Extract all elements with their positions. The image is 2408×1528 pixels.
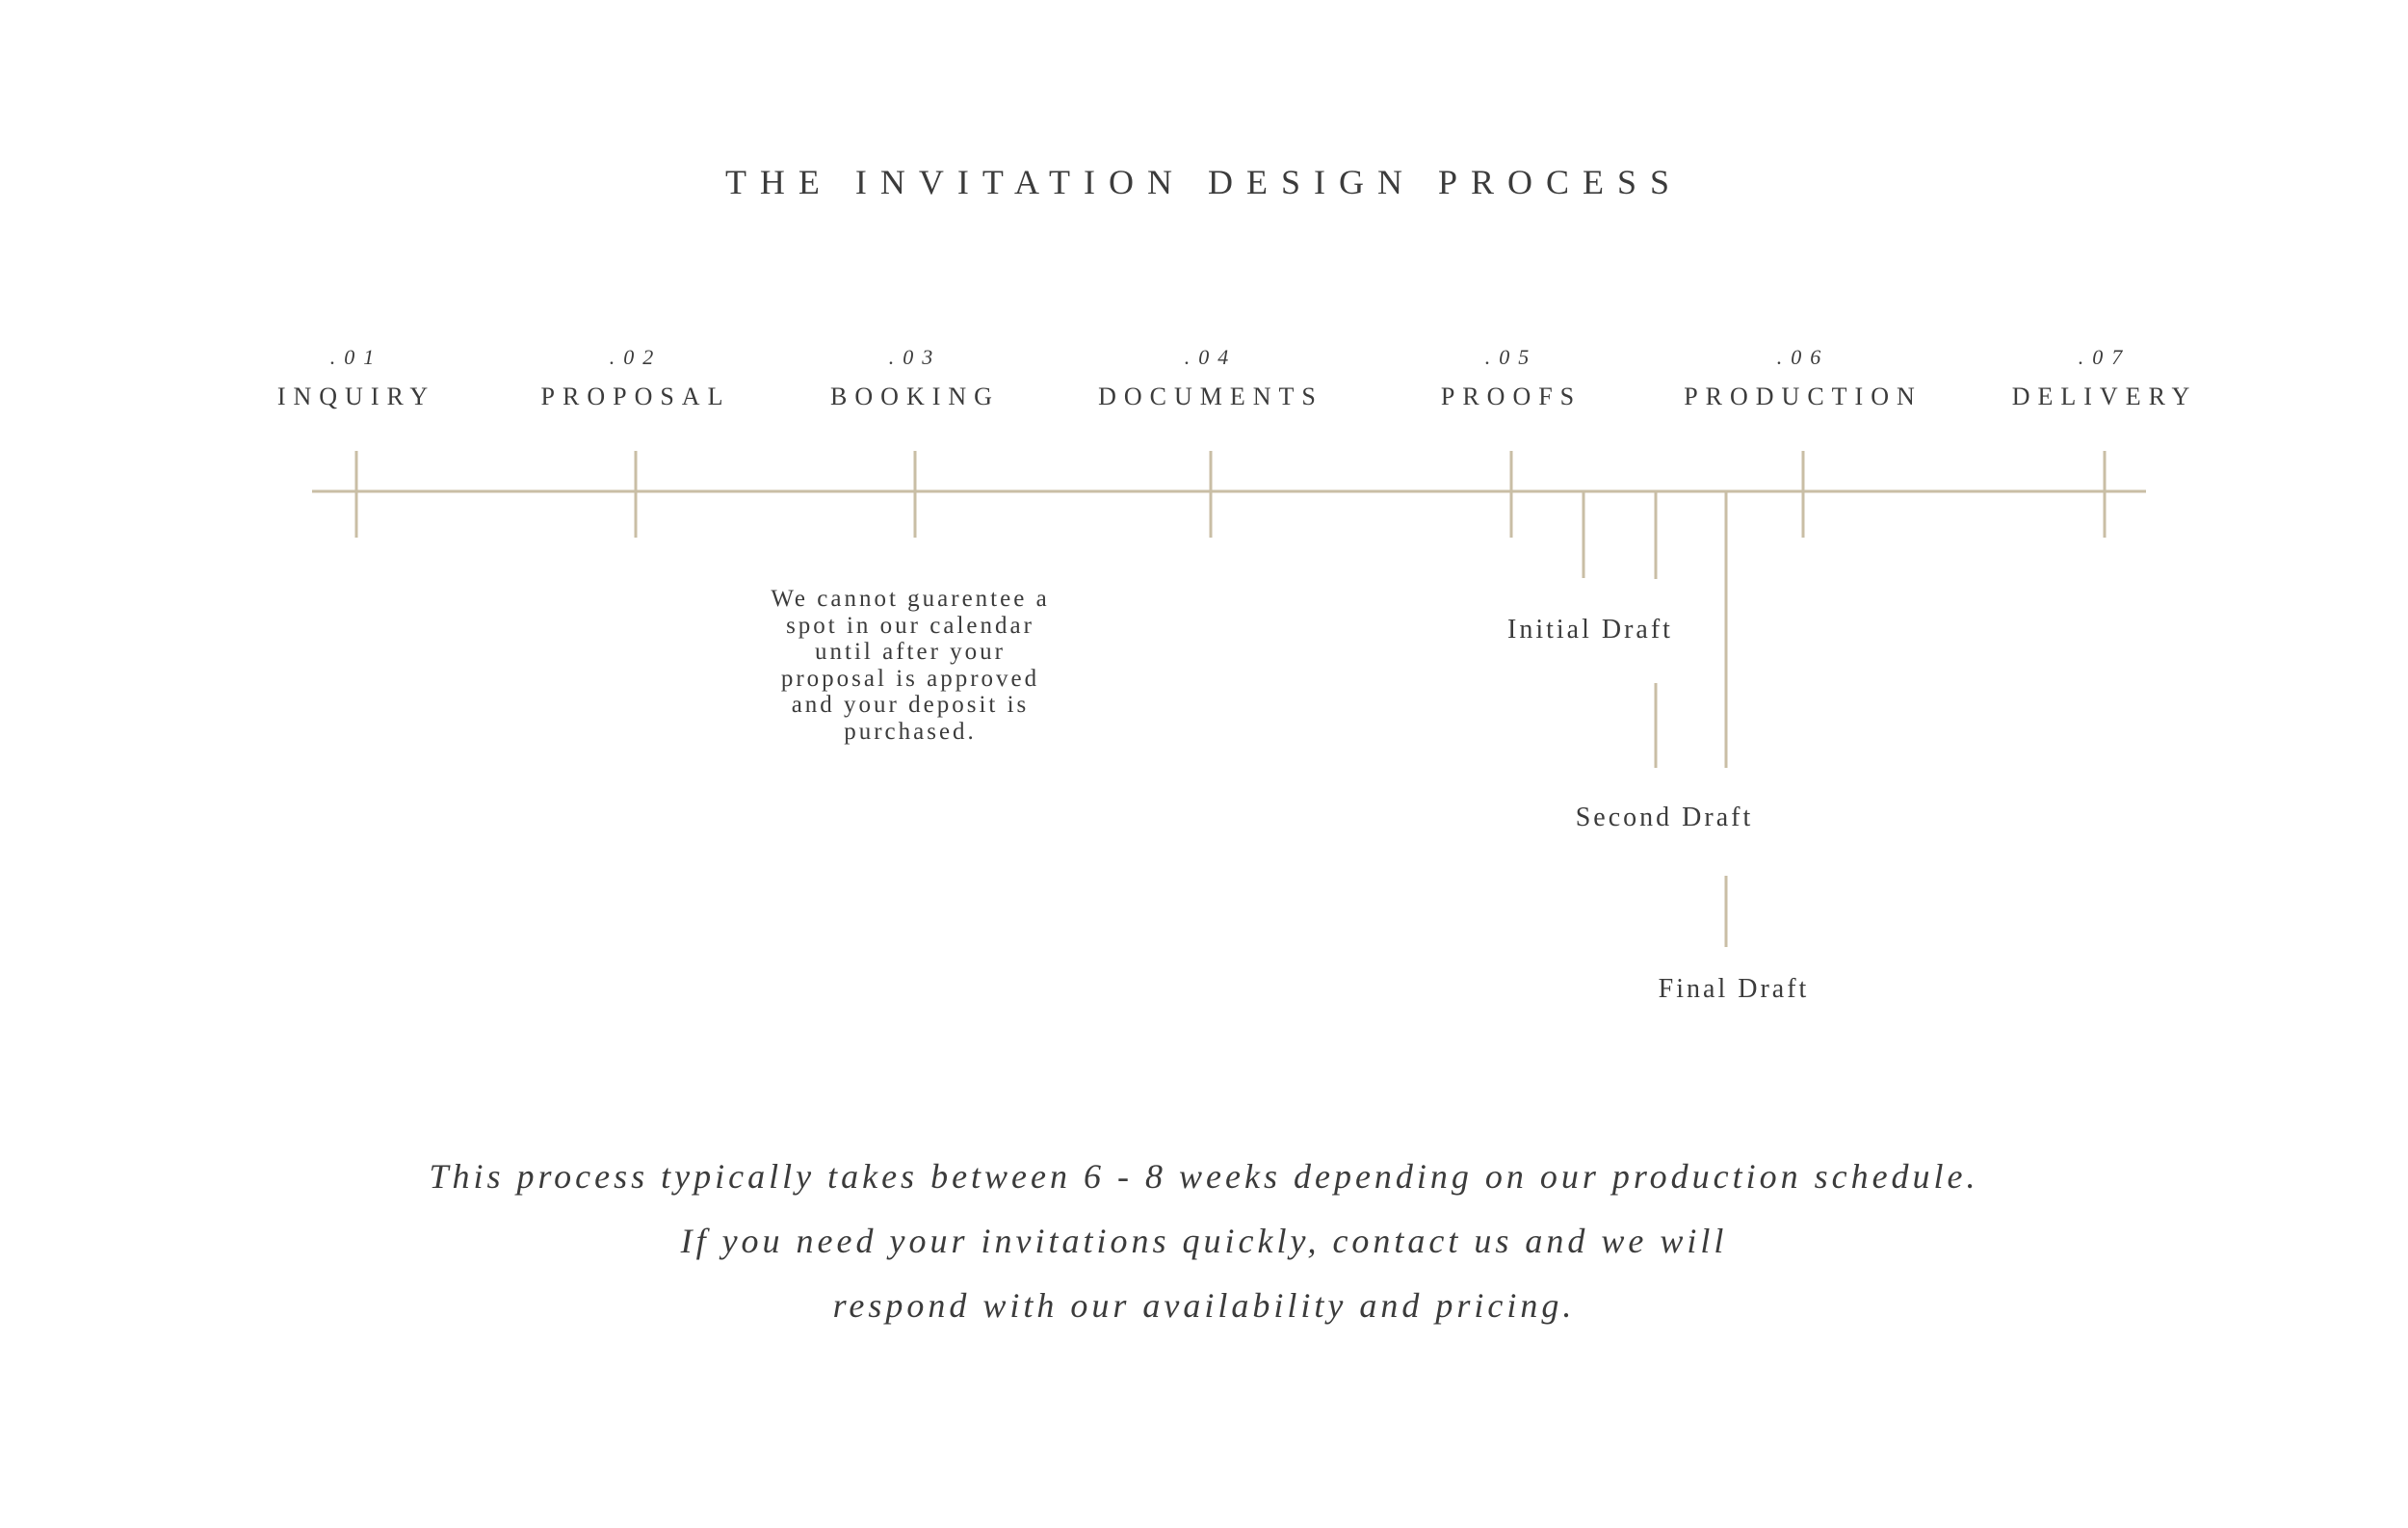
step-number: .03 xyxy=(888,345,942,369)
step-number: .07 xyxy=(2078,345,2132,369)
step-number: .02 xyxy=(609,345,663,369)
step-label: PROOFS xyxy=(1440,382,1583,410)
step-booking: .03 BOOKING xyxy=(771,343,1060,412)
step-label: BOOKING xyxy=(830,382,1000,410)
step-production: .06 PRODUCTION xyxy=(1659,343,1948,412)
footer-line-2: If you need your invitations quickly, co… xyxy=(680,1222,1728,1260)
initial-draft-label: Initial Draft xyxy=(1507,615,1673,645)
final-draft-label: Final Draft xyxy=(1658,974,1810,1004)
footer-line-1: This process typically takes between 6 -… xyxy=(429,1157,1979,1196)
footer-text: This process typically takes between 6 -… xyxy=(0,1145,2408,1338)
step-documents: .04 DOCUMENTS xyxy=(1066,343,1355,412)
step-inquiry: .01 INQUIRY xyxy=(212,343,501,412)
step-number: .01 xyxy=(329,345,383,369)
step-proposal: .02 PROPOSAL xyxy=(491,343,780,412)
step-label: DOCUMENTS xyxy=(1098,382,1323,410)
step-number: .04 xyxy=(1184,345,1238,369)
booking-note: We cannot guarentee a spot in our calend… xyxy=(771,586,1050,745)
step-label: PRODUCTION xyxy=(1684,382,1923,410)
step-proofs: .05 PROOFS xyxy=(1367,343,1656,412)
step-label: DELIVERY xyxy=(2011,382,2198,410)
second-draft-label: Second Draft xyxy=(1575,803,1754,832)
footer-line-3: respond with our availability and pricin… xyxy=(832,1286,1576,1325)
step-number: .05 xyxy=(1484,345,1538,369)
step-number: .06 xyxy=(1776,345,1830,369)
page-title: THE INVITATION DESIGN PROCESS xyxy=(724,163,1684,201)
step-delivery: .07 DELIVERY xyxy=(1960,343,2249,412)
step-label: INQUIRY xyxy=(276,382,436,410)
step-label: PROPOSAL xyxy=(540,382,731,410)
